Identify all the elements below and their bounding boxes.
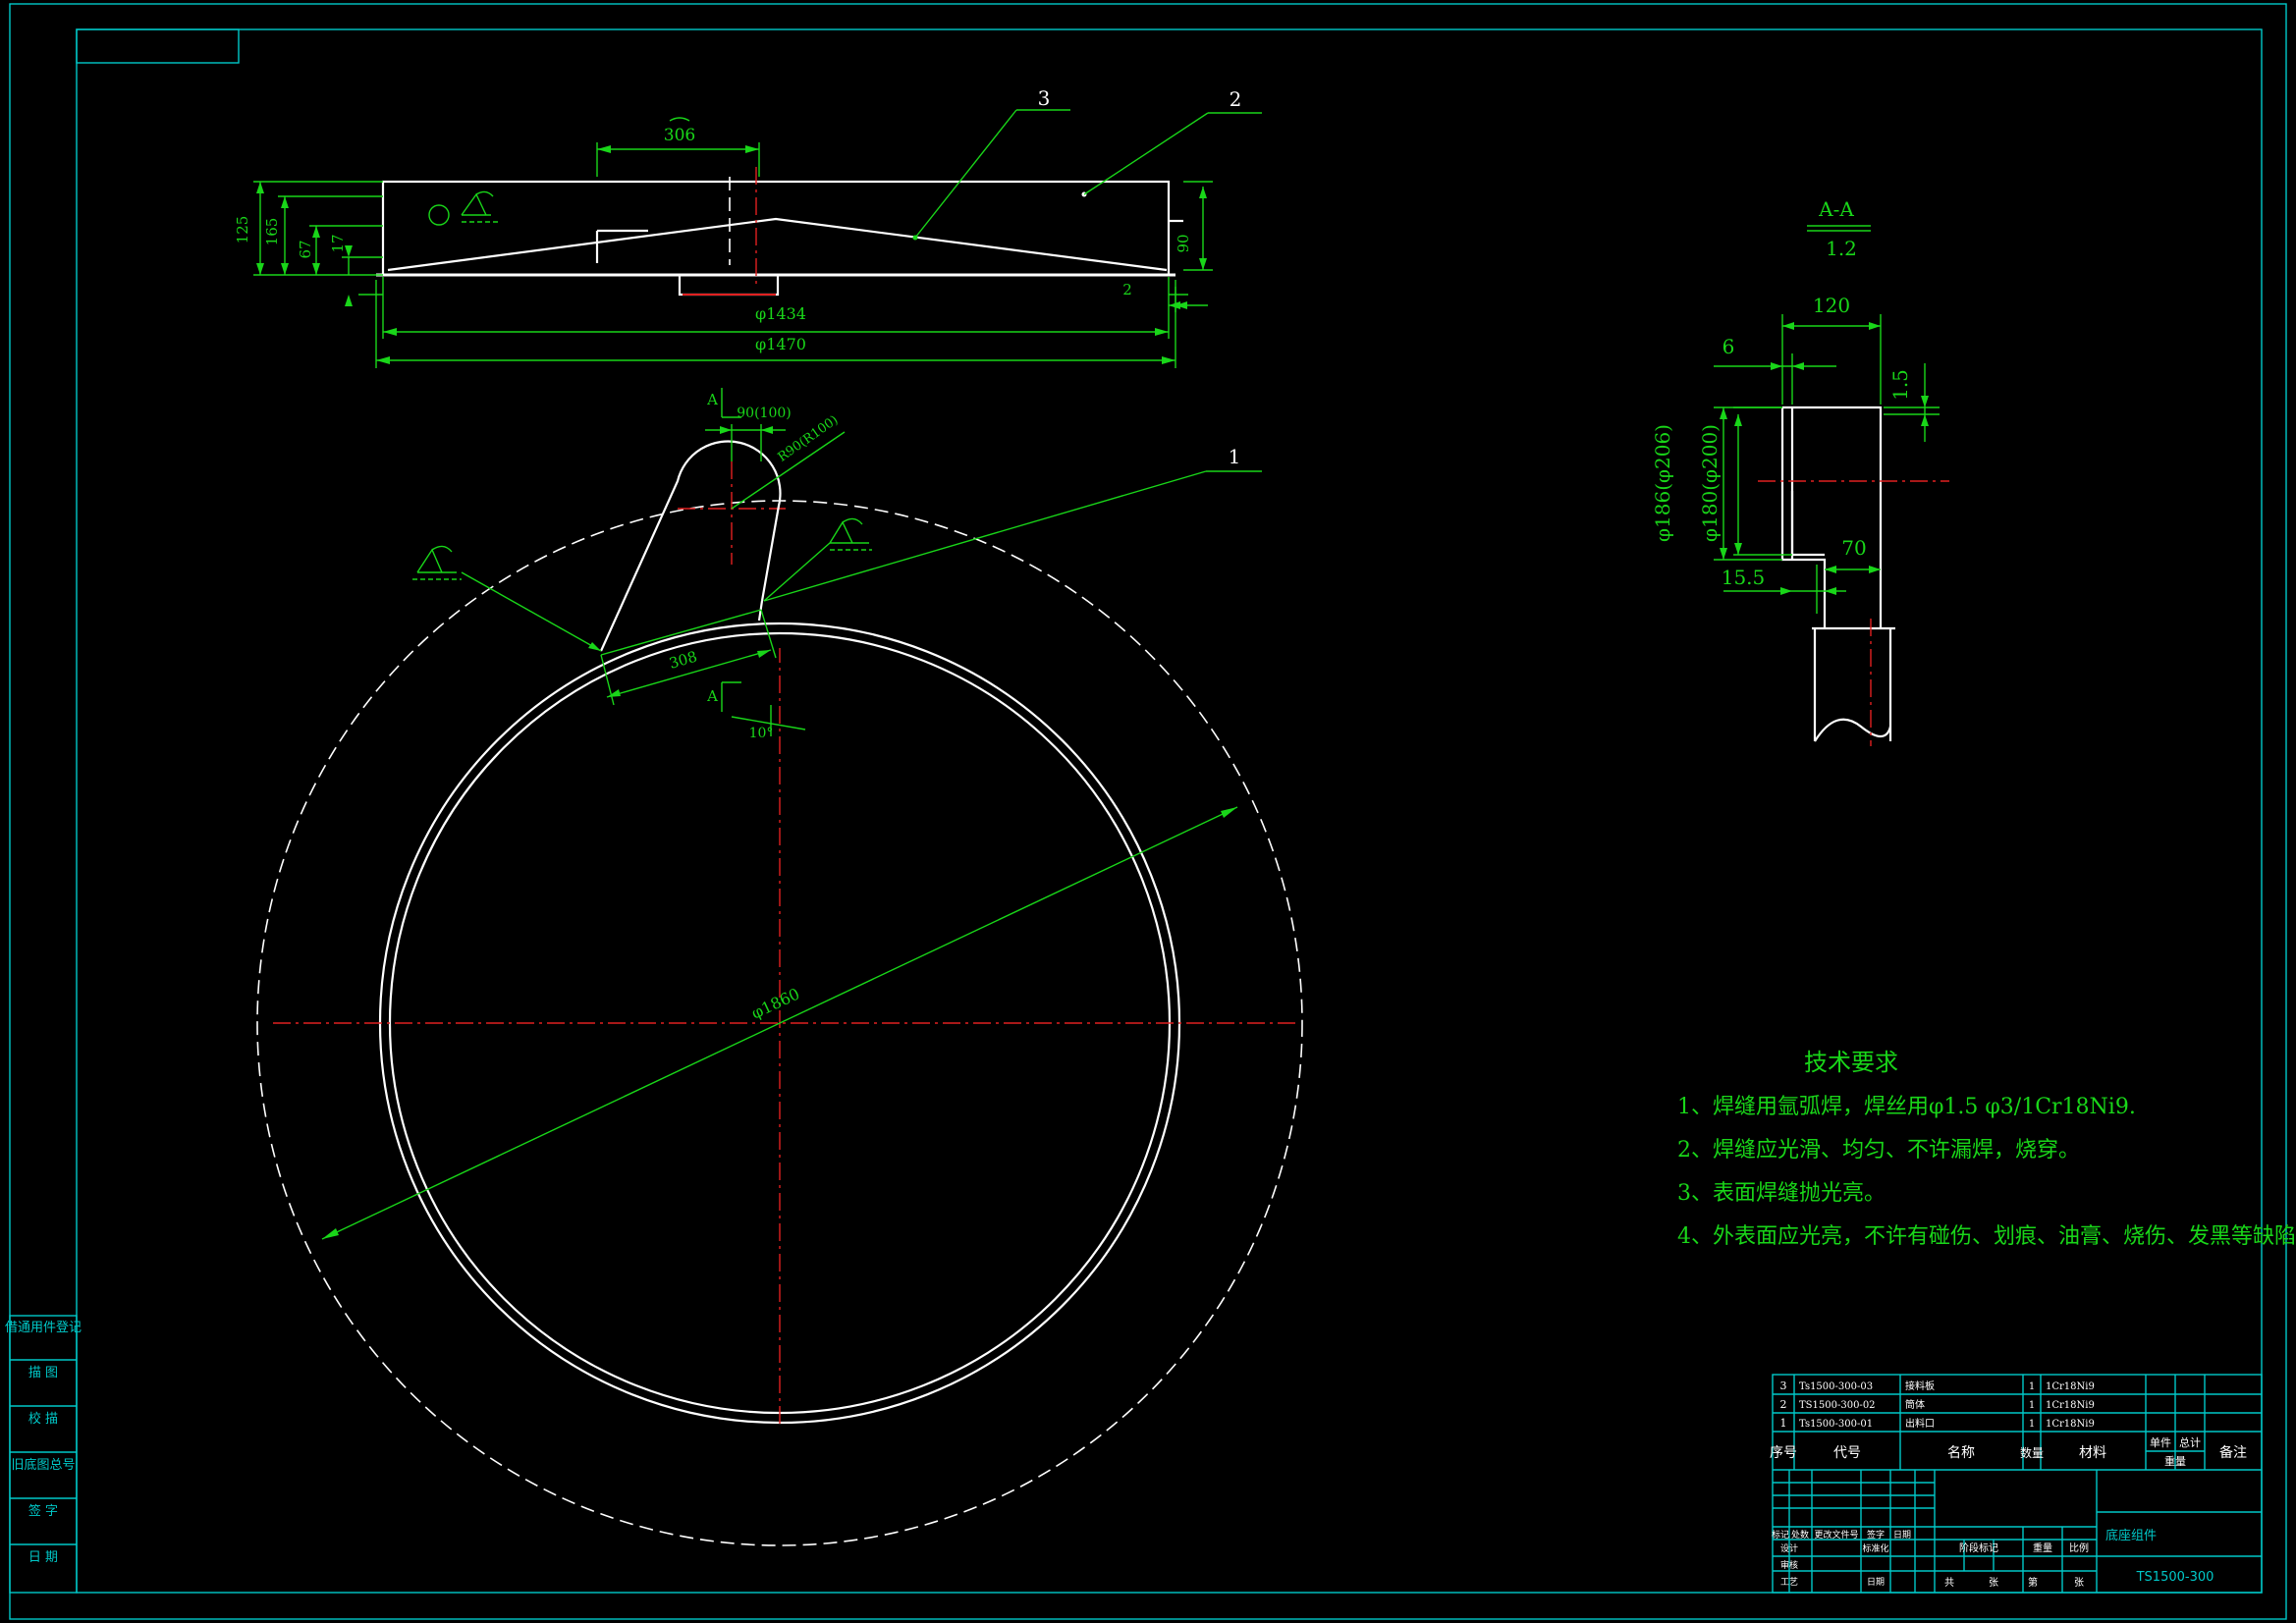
section-aa: A-A 1.2 120 6 1.5 φ186(φ206) (1651, 197, 1949, 746)
part-3-qty: 1 (2029, 1381, 2035, 1392)
hdr-weight: 重量 (2164, 1454, 2186, 1468)
sign-craft: 工艺 (1780, 1577, 1798, 1588)
plan-view: φ1860 (256, 440, 1303, 1546)
sect-dim-1-5: 1.5 (1888, 369, 1912, 401)
section-title: A-A (1818, 197, 1854, 221)
strip-label-3: 旧底图总号 (11, 1457, 75, 1473)
drawing-name: 底座组件 (2105, 1528, 2157, 1543)
dim-arc-306: 306 (664, 126, 695, 145)
dim-phi1860: φ1860 (748, 984, 802, 1022)
hdr-total: 总计 (2179, 1435, 2201, 1449)
strip-label-2: 校 描 (28, 1411, 58, 1427)
sect-dim-phi180: φ180(φ200) (1698, 424, 1722, 542)
strip-label-1: 描 图 (28, 1366, 58, 1380)
sect-dim-6: 6 (1722, 335, 1735, 358)
hdr-name: 名称 (1947, 1445, 1975, 1461)
stage-weight: 重量 (2033, 1542, 2052, 1554)
part-3-name: 接料板 (1905, 1380, 1935, 1392)
hdr-no: 序号 (1770, 1445, 1797, 1461)
part-3-mat: 1Cr18Ni9 (2046, 1381, 2095, 1392)
section-mark-bottom: A (706, 687, 718, 705)
stage-total: 共 (1944, 1577, 1954, 1589)
hdr-code: 代号 (1833, 1445, 1861, 1461)
part-2-qty: 1 (2029, 1400, 2035, 1411)
sect-dim-70: 70 (1841, 536, 1866, 560)
dim-125: 125 (234, 216, 251, 244)
front-dimensions: 306 125 165 67 17 90 2 (234, 86, 1262, 368)
left-strip: 借通用件登记 描 图 校 描 旧底图总号 签 字 日 期 (5, 1315, 82, 1594)
stage-sheet: 张 (2074, 1577, 2084, 1589)
tech-requirements: 技术要求 1、焊缝用氩弧焊，焊丝用φ1.5 φ3/1Cr18Ni9. 2、焊缝应… (1677, 1049, 2296, 1249)
sign-date: 日期 (1893, 1530, 1911, 1541)
dim-chord: 308 (667, 648, 698, 673)
sign-design: 设计 (1780, 1542, 1798, 1554)
front-view (376, 167, 1183, 297)
plan-annotations: A A 90(100) R90(R100) 308 10° (412, 388, 1262, 741)
dim-90-right: 90 (1175, 234, 1192, 252)
hdr-remark: 备注 (2219, 1444, 2247, 1461)
sign-change: 更改文件号 (1814, 1529, 1858, 1541)
hdr-qty: 数量 (2020, 1445, 2044, 1460)
corner-box (76, 28, 240, 64)
tech-item-3: 3、表面焊缝抛光亮。 (1677, 1181, 1886, 1206)
sign-signature: 签字 (1867, 1529, 1885, 1541)
tech-item-4: 4、外表面应光亮，不许有碰伤、划痕、油膏、烧伤、发黑等缺陷。 (1677, 1224, 2296, 1249)
part-3-code: Ts1500-300-03 (1799, 1381, 1873, 1392)
hdr-material: 材料 (2079, 1445, 2106, 1461)
sign-mark: 标记 (1772, 1529, 1789, 1541)
part-1-no: 1 (1780, 1417, 1787, 1430)
dim-width: 90(100) (737, 406, 791, 421)
dim-17: 17 (329, 234, 347, 252)
sect-dim-phi186: φ186(φ206) (1651, 424, 1674, 542)
part-1-mat: 1Cr18Ni9 (2046, 1419, 2095, 1430)
sign-review: 审核 (1780, 1559, 1798, 1571)
part-2-no: 2 (1780, 1398, 1787, 1411)
section-scale: 1.2 (1826, 237, 1857, 260)
section-mark-top: A (706, 391, 718, 408)
part-1-code: Ts1500-300-01 (1799, 1419, 1873, 1430)
part-2-mat: 1Cr18Ni9 (2046, 1400, 2095, 1411)
sect-dim-120: 120 (1813, 294, 1850, 317)
dim-165: 165 (263, 218, 281, 246)
sign-standard: 标准化 (1862, 1542, 1888, 1554)
strip-label-5: 日 期 (28, 1550, 58, 1565)
sign-date-2: 日期 (1867, 1577, 1885, 1588)
outer-frame (9, 3, 2287, 1620)
dim-2: 2 (1122, 281, 1132, 298)
hdr-unit: 单件 (2150, 1436, 2171, 1449)
sign-count: 处数 (1791, 1529, 1809, 1541)
title-block: 3 Ts1500-300-03 接料板 1 1Cr18Ni9 2 TS1500-… (1770, 1374, 2263, 1594)
balloon-3: 3 (1038, 86, 1051, 110)
dim-phi1470: φ1470 (755, 335, 806, 353)
dim-angle: 10° (749, 726, 774, 741)
drawing-number: TS1500-300 (2136, 1570, 2214, 1585)
balloon-1: 1 (1229, 445, 1241, 468)
stage-mark: 阶段标记 (1959, 1542, 1998, 1554)
strip-label-0: 借通用件登记 (5, 1321, 82, 1335)
dim-phi1434: φ1434 (755, 304, 806, 323)
dim-67: 67 (297, 240, 314, 258)
part-1-qty: 1 (2029, 1419, 2035, 1430)
part-2-name: 筒体 (1905, 1398, 1925, 1411)
strip-label-4: 签 字 (28, 1503, 58, 1519)
stage-sheets: 张 (1989, 1577, 1998, 1589)
balloon-2: 2 (1230, 87, 1242, 111)
tech-item-1: 1、焊缝用氩弧焊，焊丝用φ1.5 φ3/1Cr18Ni9. (1677, 1095, 2136, 1119)
part-2-code: TS1500-300-02 (1799, 1400, 1876, 1411)
stage-sheet-no: 第 (2028, 1576, 2038, 1589)
tech-heading: 技术要求 (1804, 1049, 1898, 1076)
sect-dim-15-5: 15.5 (1722, 566, 1766, 589)
part-1-name: 出料口 (1905, 1417, 1935, 1430)
part-3-no: 3 (1780, 1380, 1787, 1392)
tech-item-2: 2、焊缝应光滑、均匀、不许漏焊，烧穿。 (1677, 1138, 2080, 1163)
inner-frame (76, 28, 2263, 1594)
stage-scale: 比例 (2069, 1542, 2089, 1554)
